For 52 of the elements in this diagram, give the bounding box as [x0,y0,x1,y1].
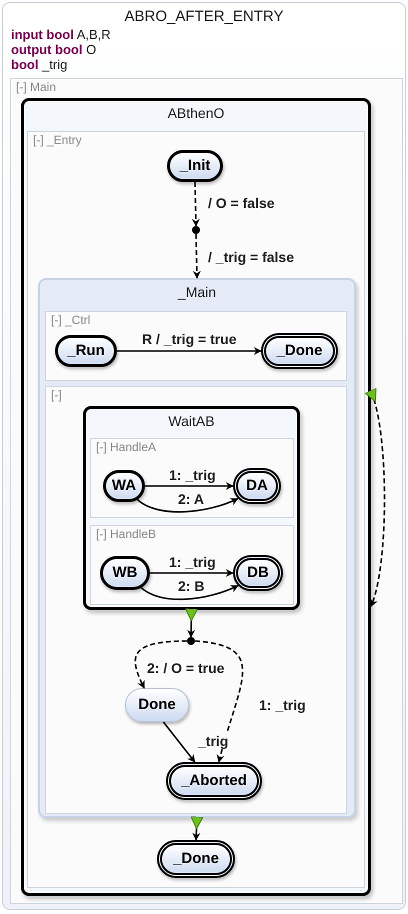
superstate-box [38,278,356,818]
superstate-title: _Main [176,283,218,301]
transition-arrow [162,722,196,763]
region-label: [-] [51,388,62,403]
edge-label: R / _trig = true [140,331,239,347]
region-label: [-] _Entry [33,133,82,148]
final-state: DB [233,555,283,591]
transition-arrow [117,347,262,355]
edge-label: / O = false [206,195,277,211]
superstate-title: WaitAB [167,412,216,430]
declaration-text: output bool O [11,42,98,57]
final-state: _Done [157,840,235,878]
transition-arrow [192,182,200,227]
edge-label: _trig [196,733,230,749]
edge-label: / _trig = false [206,249,296,265]
transition-arrow [190,816,204,841]
declaration-text: input bool A,B,R [11,27,112,42]
edge-label: 1: _trig [257,697,308,713]
region-frame [45,311,347,381]
region-frame [90,438,294,518]
transition-arrow [140,584,239,600]
region-frame [45,386,347,814]
edge-label: 1: _trig [167,554,218,570]
superstate-box [83,406,300,610]
state-name: ABRO_AFTER_ENTRY [124,7,284,27]
region-label: [-] HandleB [96,527,156,542]
transition-arrow [364,388,386,608]
declaration-text: bool _trig [11,57,68,72]
transition-arrow [134,640,188,689]
transition-arrow [185,608,198,638]
initial-state: _Run [55,335,117,367]
final-state: _Done [261,333,338,369]
initial-state: _Init [167,150,223,182]
edge-label: 1: _trig [167,467,218,483]
transition-arrow [194,640,244,763]
edge-label: 2: B [176,578,206,594]
final-state: _Aborted [166,762,262,800]
superstate-title: ABthenO [166,104,226,122]
edge-label: 2: / O = true [145,660,226,676]
initial-state: WA [103,470,145,502]
state-node: Done [125,688,189,722]
initial-state: WB [100,556,150,590]
transition-arrow [150,569,234,577]
transition-arrow [192,234,201,279]
region-frame [90,525,294,605]
region-label: [-] _Ctrl [51,313,90,328]
region-label: [-] Main [16,80,56,95]
edge-label: 2: A [176,491,206,507]
final-state: DA [233,468,281,504]
transition-arrow [136,498,239,513]
transition-arrow [145,482,234,490]
region-label: [-] HandleA [96,440,156,455]
